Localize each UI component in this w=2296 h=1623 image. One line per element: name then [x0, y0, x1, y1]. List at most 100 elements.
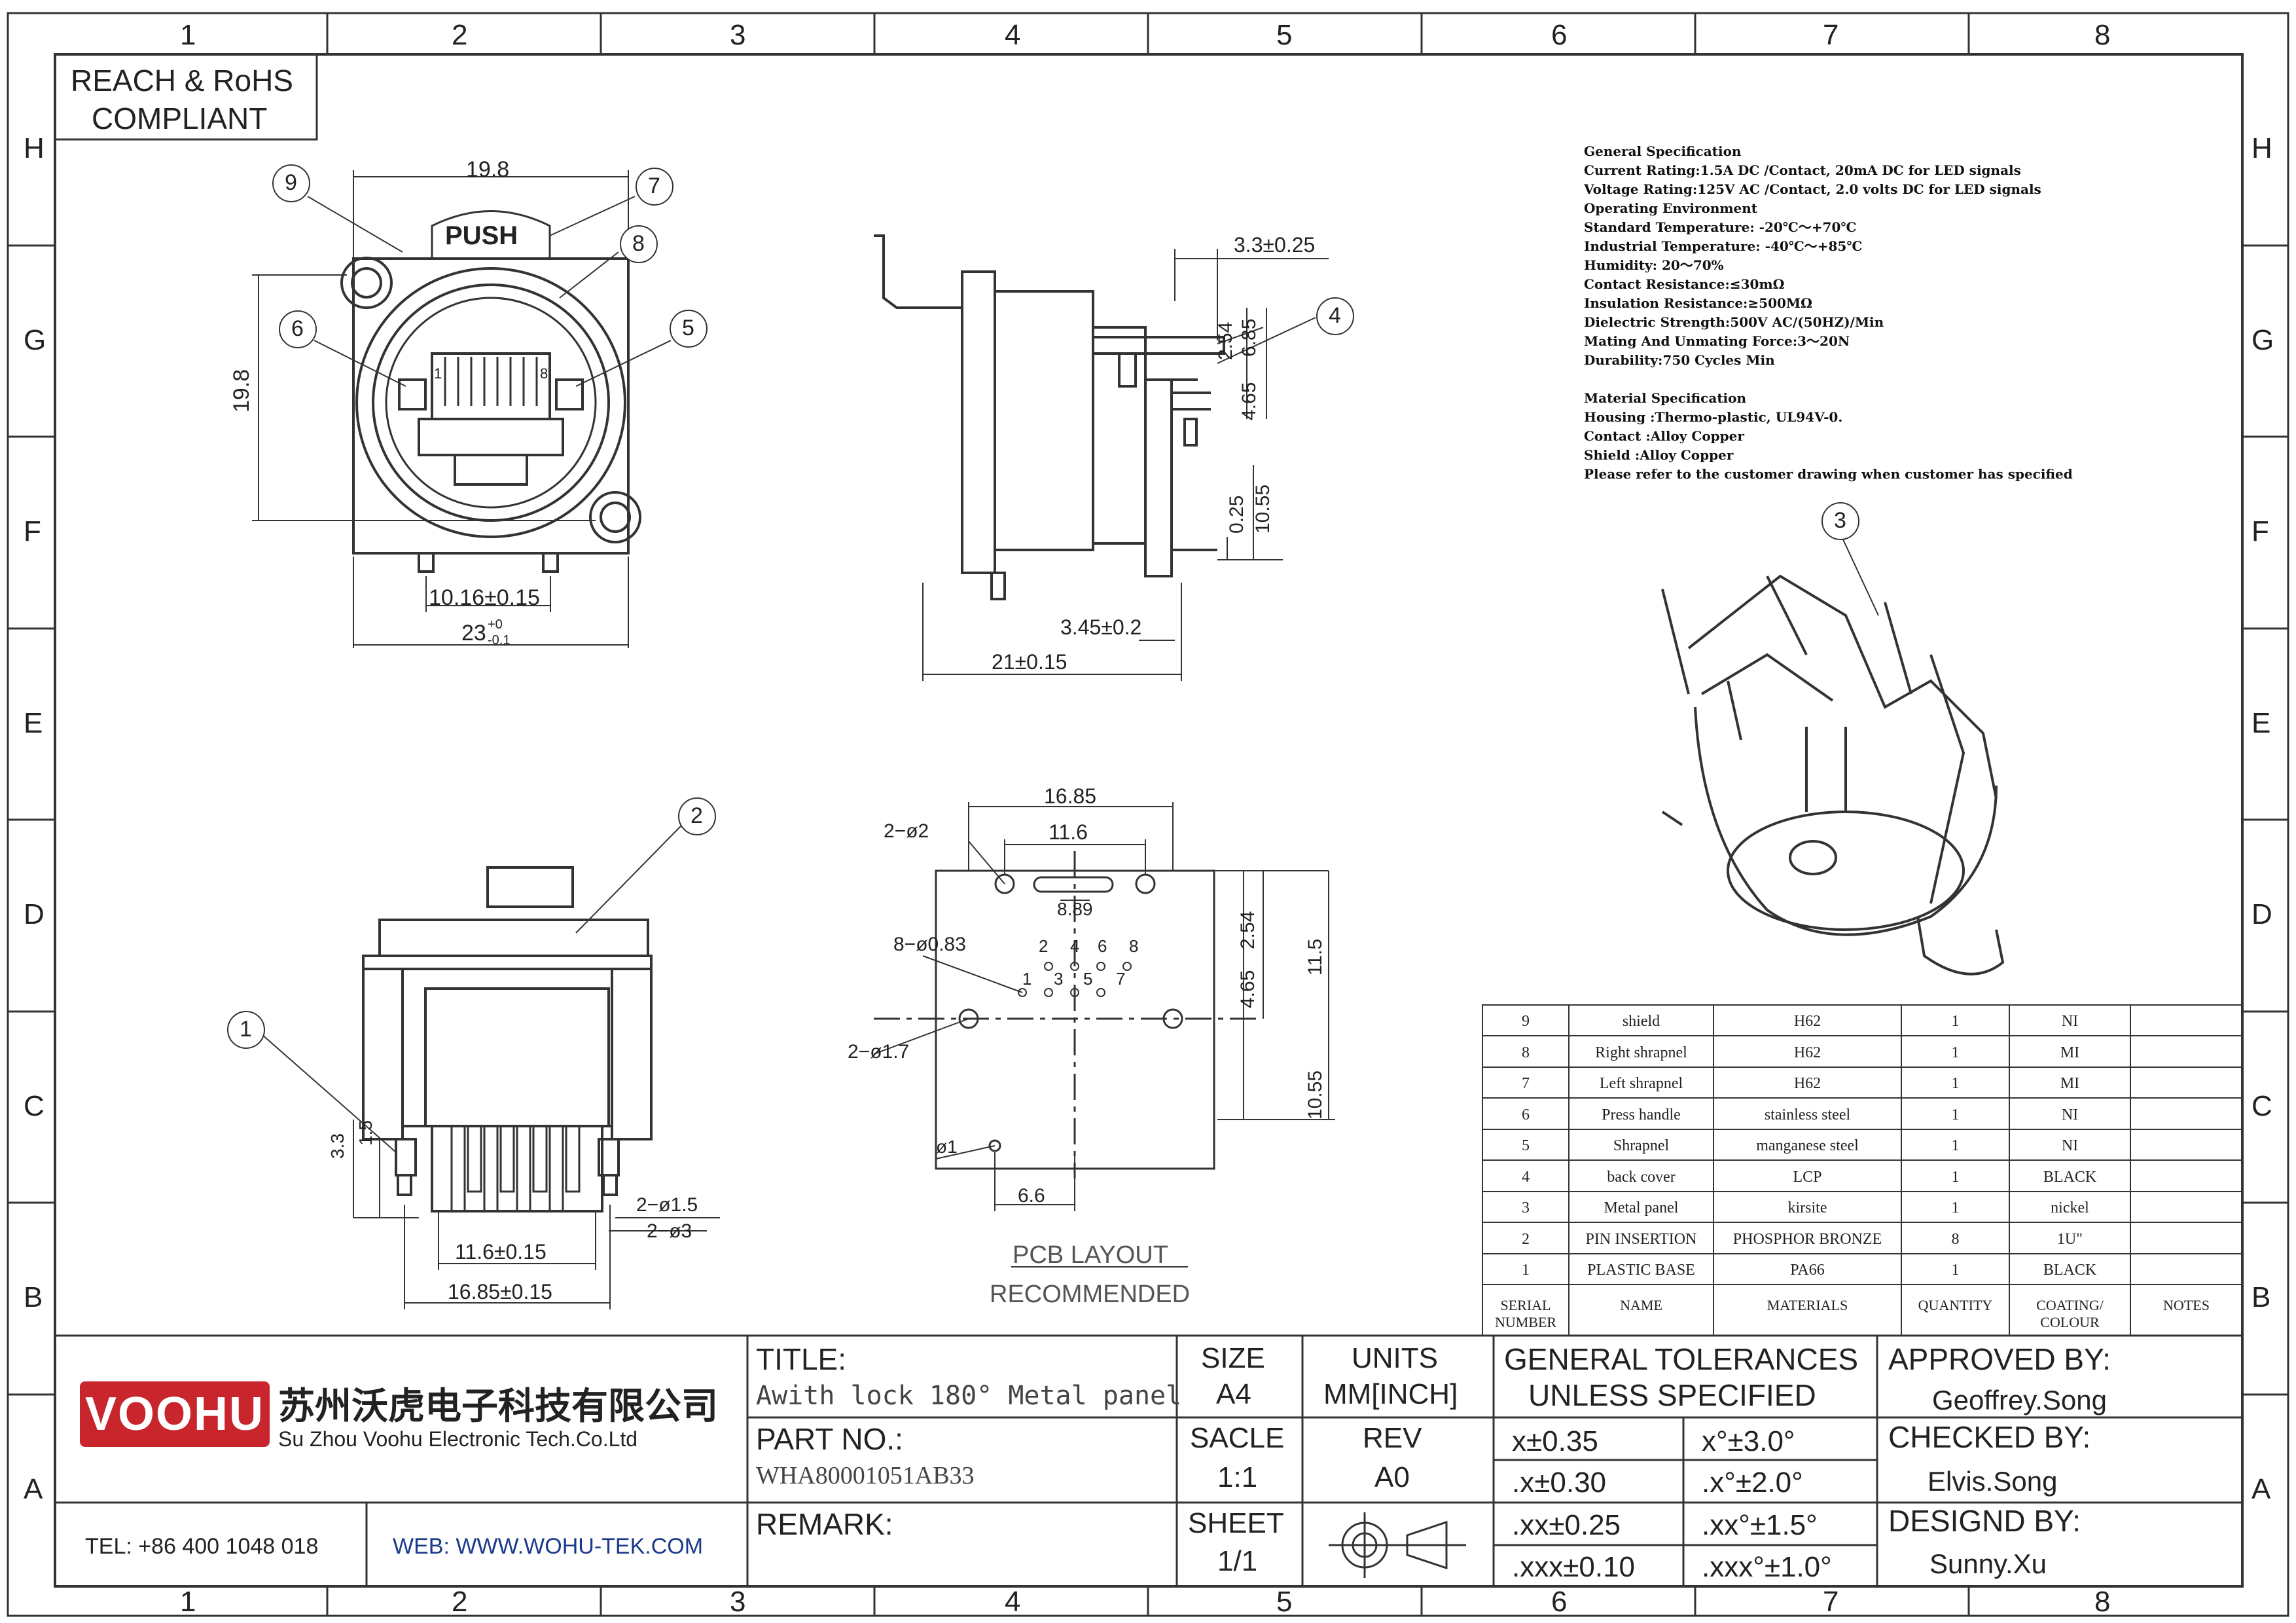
approved-label: APPROVED BY: — [1888, 1342, 2111, 1376]
balloon-6: 6 — [291, 316, 304, 341]
units-value: MM[INCH] — [1323, 1378, 1458, 1410]
part-value: WHA80001051AB33 — [756, 1462, 975, 1489]
bom-cell: H62 — [1793, 1075, 1821, 1092]
balloon-2: 2 — [691, 803, 703, 828]
logo: VOOHU — [80, 1381, 270, 1447]
bom-cell: PLASTIC BASE — [1587, 1262, 1695, 1279]
col-label-bottom: 2 — [452, 1586, 468, 1618]
front-view — [340, 210, 641, 573]
row-label-left: F — [24, 515, 41, 547]
tol-angular-3: .xxx°±1.0° — [1702, 1551, 1832, 1583]
pcb-pin-1: 1 — [1022, 969, 1032, 989]
spec-line: General Specification — [1584, 143, 1742, 159]
title-value: Awith lock 180° Metal panel — [756, 1381, 1182, 1411]
col-label-top: 4 — [1005, 19, 1021, 51]
side-dim-21: 21±0.15 — [992, 650, 1067, 674]
bom-header: MATERIALS — [1767, 1296, 1848, 1313]
side-view-dims — [922, 249, 1329, 681]
front-dim-overall: 23 — [461, 621, 486, 646]
balloon-1-circle — [227, 1011, 265, 1049]
side-view — [874, 234, 1225, 600]
balloon-5: 5 — [682, 316, 694, 340]
compliance-box — [54, 53, 318, 141]
pin-last-label: 8 — [540, 365, 548, 382]
bom-cell: 1 — [1522, 1262, 1530, 1279]
pcb-dim-889: 8.89 — [1057, 899, 1093, 919]
scale-value: 1:1 — [1217, 1461, 1258, 1493]
front-dim-pin-pitch: 10.16±0.15 — [429, 585, 540, 610]
checked-value: Elvis.Song — [1928, 1466, 2058, 1497]
pcb-dim-d083: 8−ø0.83 — [893, 934, 966, 955]
bom-cell: nickel — [2051, 1199, 2089, 1216]
bom-cell: 1 — [1951, 1137, 1960, 1154]
size-label: SIZE — [1201, 1342, 1265, 1374]
col-label-bottom: 6 — [1551, 1586, 1568, 1618]
company-cn: 苏州沃虎电子科技有限公司 — [278, 1385, 718, 1427]
front-view-dims — [252, 170, 672, 648]
bom-cell: H62 — [1793, 1044, 1821, 1061]
pcb-dim-66: 6.6 — [1018, 1185, 1045, 1207]
bom-cell: 2 — [1522, 1230, 1530, 1248]
col-label-bottom: 7 — [1823, 1586, 1839, 1618]
bom-cell: NI — [2061, 1106, 2079, 1123]
bom-cell: BLACK — [2043, 1262, 2097, 1279]
bottom-dim-15: 1.5 — [355, 1120, 376, 1146]
checked-label: CHECKED BY: — [1888, 1420, 2091, 1454]
bom-header: NOTES — [2163, 1296, 2210, 1313]
bom-cell: 7 — [1522, 1075, 1530, 1092]
side-dim-685: 6.85 — [1238, 318, 1260, 357]
balloon-3-circle — [1821, 502, 1859, 540]
bom-cell: stainless steel — [1764, 1106, 1851, 1123]
spec-line: Voltage Rating:125V AC /Contact, 2.0 vol… — [1584, 181, 2041, 197]
spec-line — [1584, 370, 2073, 389]
col-label-top: 2 — [452, 19, 468, 51]
bom-cell: Press handle — [1602, 1106, 1681, 1123]
bottom-dim-33: 3.3 — [327, 1133, 348, 1159]
title-label: TITLE: — [756, 1342, 847, 1376]
bottom-view — [362, 866, 653, 1213]
pcb-dim-116: 11.6 — [1049, 820, 1088, 844]
sheet-value: 1/1 — [1217, 1545, 1258, 1577]
logo-mark — [80, 1381, 270, 1447]
tol-linear-0: x±0.35 — [1512, 1425, 1598, 1457]
balloon-4: 4 — [1329, 303, 1341, 328]
pcb-pin-8: 8 — [1129, 936, 1139, 956]
bom-cell: shield — [1622, 1013, 1660, 1030]
bom-cell: back cover — [1607, 1168, 1676, 1186]
spec-line: Mating And Unmating Force:3～20N — [1584, 333, 1850, 349]
bom-header: COATING/ COLOUR — [2036, 1296, 2104, 1330]
bom-cell: MI — [2060, 1075, 2080, 1092]
balloon-9: 9 — [285, 170, 297, 195]
row-label-left: B — [24, 1281, 43, 1313]
col-label-bottom: 5 — [1276, 1586, 1293, 1618]
bom-cell: 1 — [1951, 1168, 1960, 1186]
tol-angular-0: x°±3.0° — [1702, 1425, 1795, 1457]
bom-cell: 3 — [1522, 1199, 1530, 1216]
balloon-3: 3 — [1834, 508, 1846, 533]
front-view-balloons — [272, 164, 708, 348]
rev-value: A0 — [1374, 1461, 1410, 1493]
pcb-pin-3: 3 — [1054, 969, 1064, 989]
spec-line: Humidity: 20～70% — [1584, 257, 1724, 273]
bom-cell: LCP — [1793, 1168, 1822, 1186]
bom-cell: 1 — [1951, 1262, 1960, 1279]
bom-cell: 1 — [1951, 1044, 1960, 1061]
row-label-right: A — [2251, 1473, 2271, 1505]
side-dim-465: 4.65 — [1238, 382, 1260, 420]
compliance-line2: COMPLIANT — [92, 101, 268, 136]
bom-cell: Metal panel — [1604, 1199, 1679, 1216]
pcb-dim-d2: 2−ø2 — [884, 820, 929, 842]
pcb-pin-7: 7 — [1116, 969, 1126, 989]
row-label-right: D — [2251, 898, 2272, 930]
web-link[interactable]: WEB: WWW.WOHU-TEK.COM — [393, 1534, 704, 1559]
bom-cell: 6 — [1522, 1106, 1530, 1123]
bom-cell: 1 — [1951, 1075, 1960, 1092]
tol-header-2: UNLESS SPECIFIED — [1528, 1378, 1816, 1412]
col-label-bottom: 8 — [2094, 1586, 2111, 1618]
bom-cell: 1U" — [2056, 1230, 2083, 1248]
balloon-2-circle — [678, 797, 716, 835]
row-label-left: A — [24, 1473, 43, 1505]
pcb-dim-d17: 2−ø1.7 — [848, 1041, 910, 1063]
bom-cell: NI — [2061, 1013, 2079, 1030]
